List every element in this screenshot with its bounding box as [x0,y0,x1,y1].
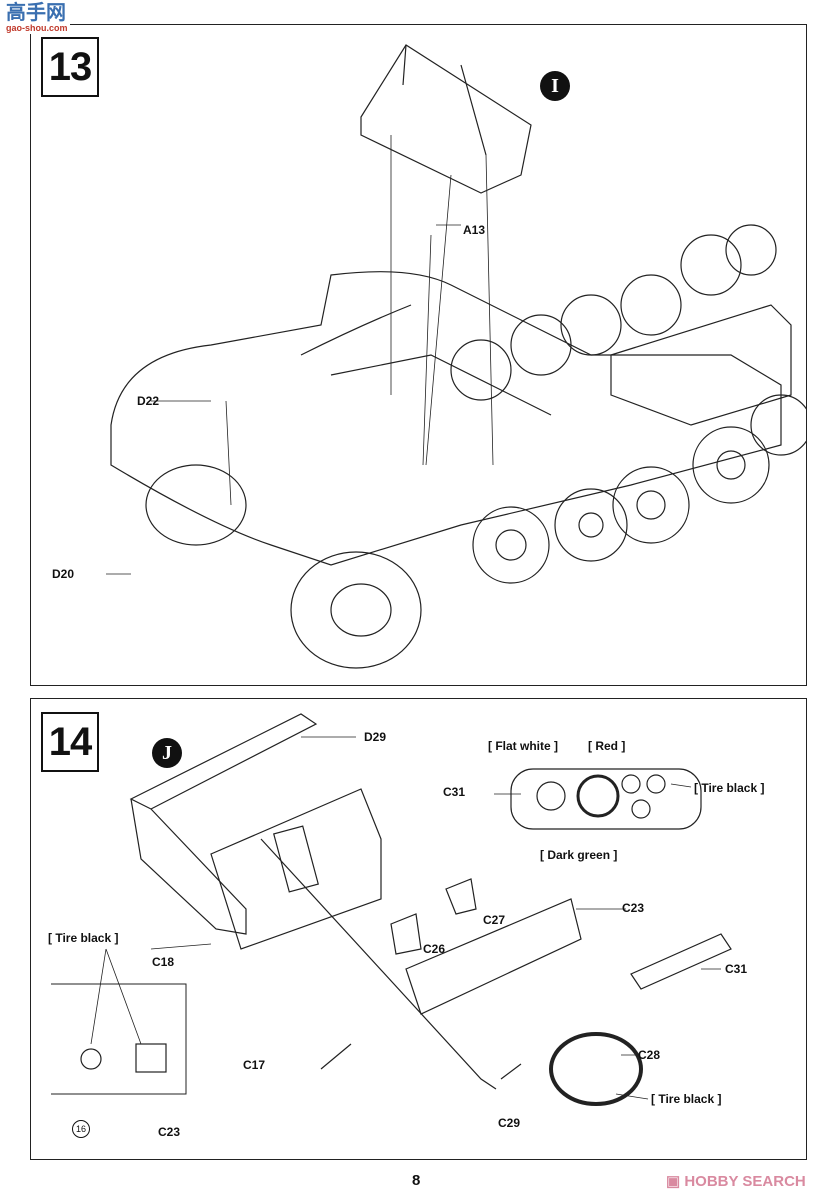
step-14-panel: 14 J D29 [ Flat white ] [ Red ] C31 [ Ti… [30,698,807,1160]
paint-label-tire-black-wheel: [ Tire black ] [651,1092,722,1106]
paint-label-red: [ Red ] [588,739,626,753]
part-label-c23: C23 [622,901,645,915]
paint-label-tire-black-inset: [ Tire black ] [48,931,119,945]
part-label-d22: D22 [137,394,160,408]
watermark-title: 高手网 [6,2,66,24]
part-label-c31: C31 [443,785,466,799]
part-label-c23-inset: C23 [158,1125,181,1139]
brand-logo-text: HOBBY SEARCH [684,1173,806,1190]
paint-label-dark-green: [ Dark green ] [540,848,618,862]
part-label-c31-small: C31 [725,962,748,976]
paint-label-tire-black: [ Tire black ] [694,781,765,795]
step-number: 13 [41,37,99,97]
part-label-c29: C29 [498,1116,521,1130]
paint-label-flat-white: [ Flat white ] [488,739,558,753]
step-13-drawing [106,44,806,669]
watermark-logo: 高手网 gao-shou.com [4,2,70,34]
step-14-drawing [51,713,732,1106]
part-label-c27: C27 [483,913,506,927]
watermark-url: gao-shou.com [6,23,68,33]
part-label-a13: A13 [463,223,486,237]
step-number: 14 [41,712,99,772]
part-label-c26: C26 [423,942,446,956]
subassembly-marker-i: I [540,71,570,101]
part-label-c28: C28 [638,1048,661,1062]
subassembly-marker-j: J [152,738,182,768]
part-label-d29: D29 [364,730,387,744]
part-label-d20: D20 [52,567,75,581]
page-number: 8 [412,1172,421,1189]
part-label-c18: C18 [152,955,175,969]
part-label-c17: C17 [243,1058,266,1072]
step-13-panel: 13 I A13 D22 D20 [30,24,807,686]
decal-number-badge: 16 [72,1120,90,1138]
hobby-search-logo: ▣ HOBBY SEARCH [666,1173,806,1190]
